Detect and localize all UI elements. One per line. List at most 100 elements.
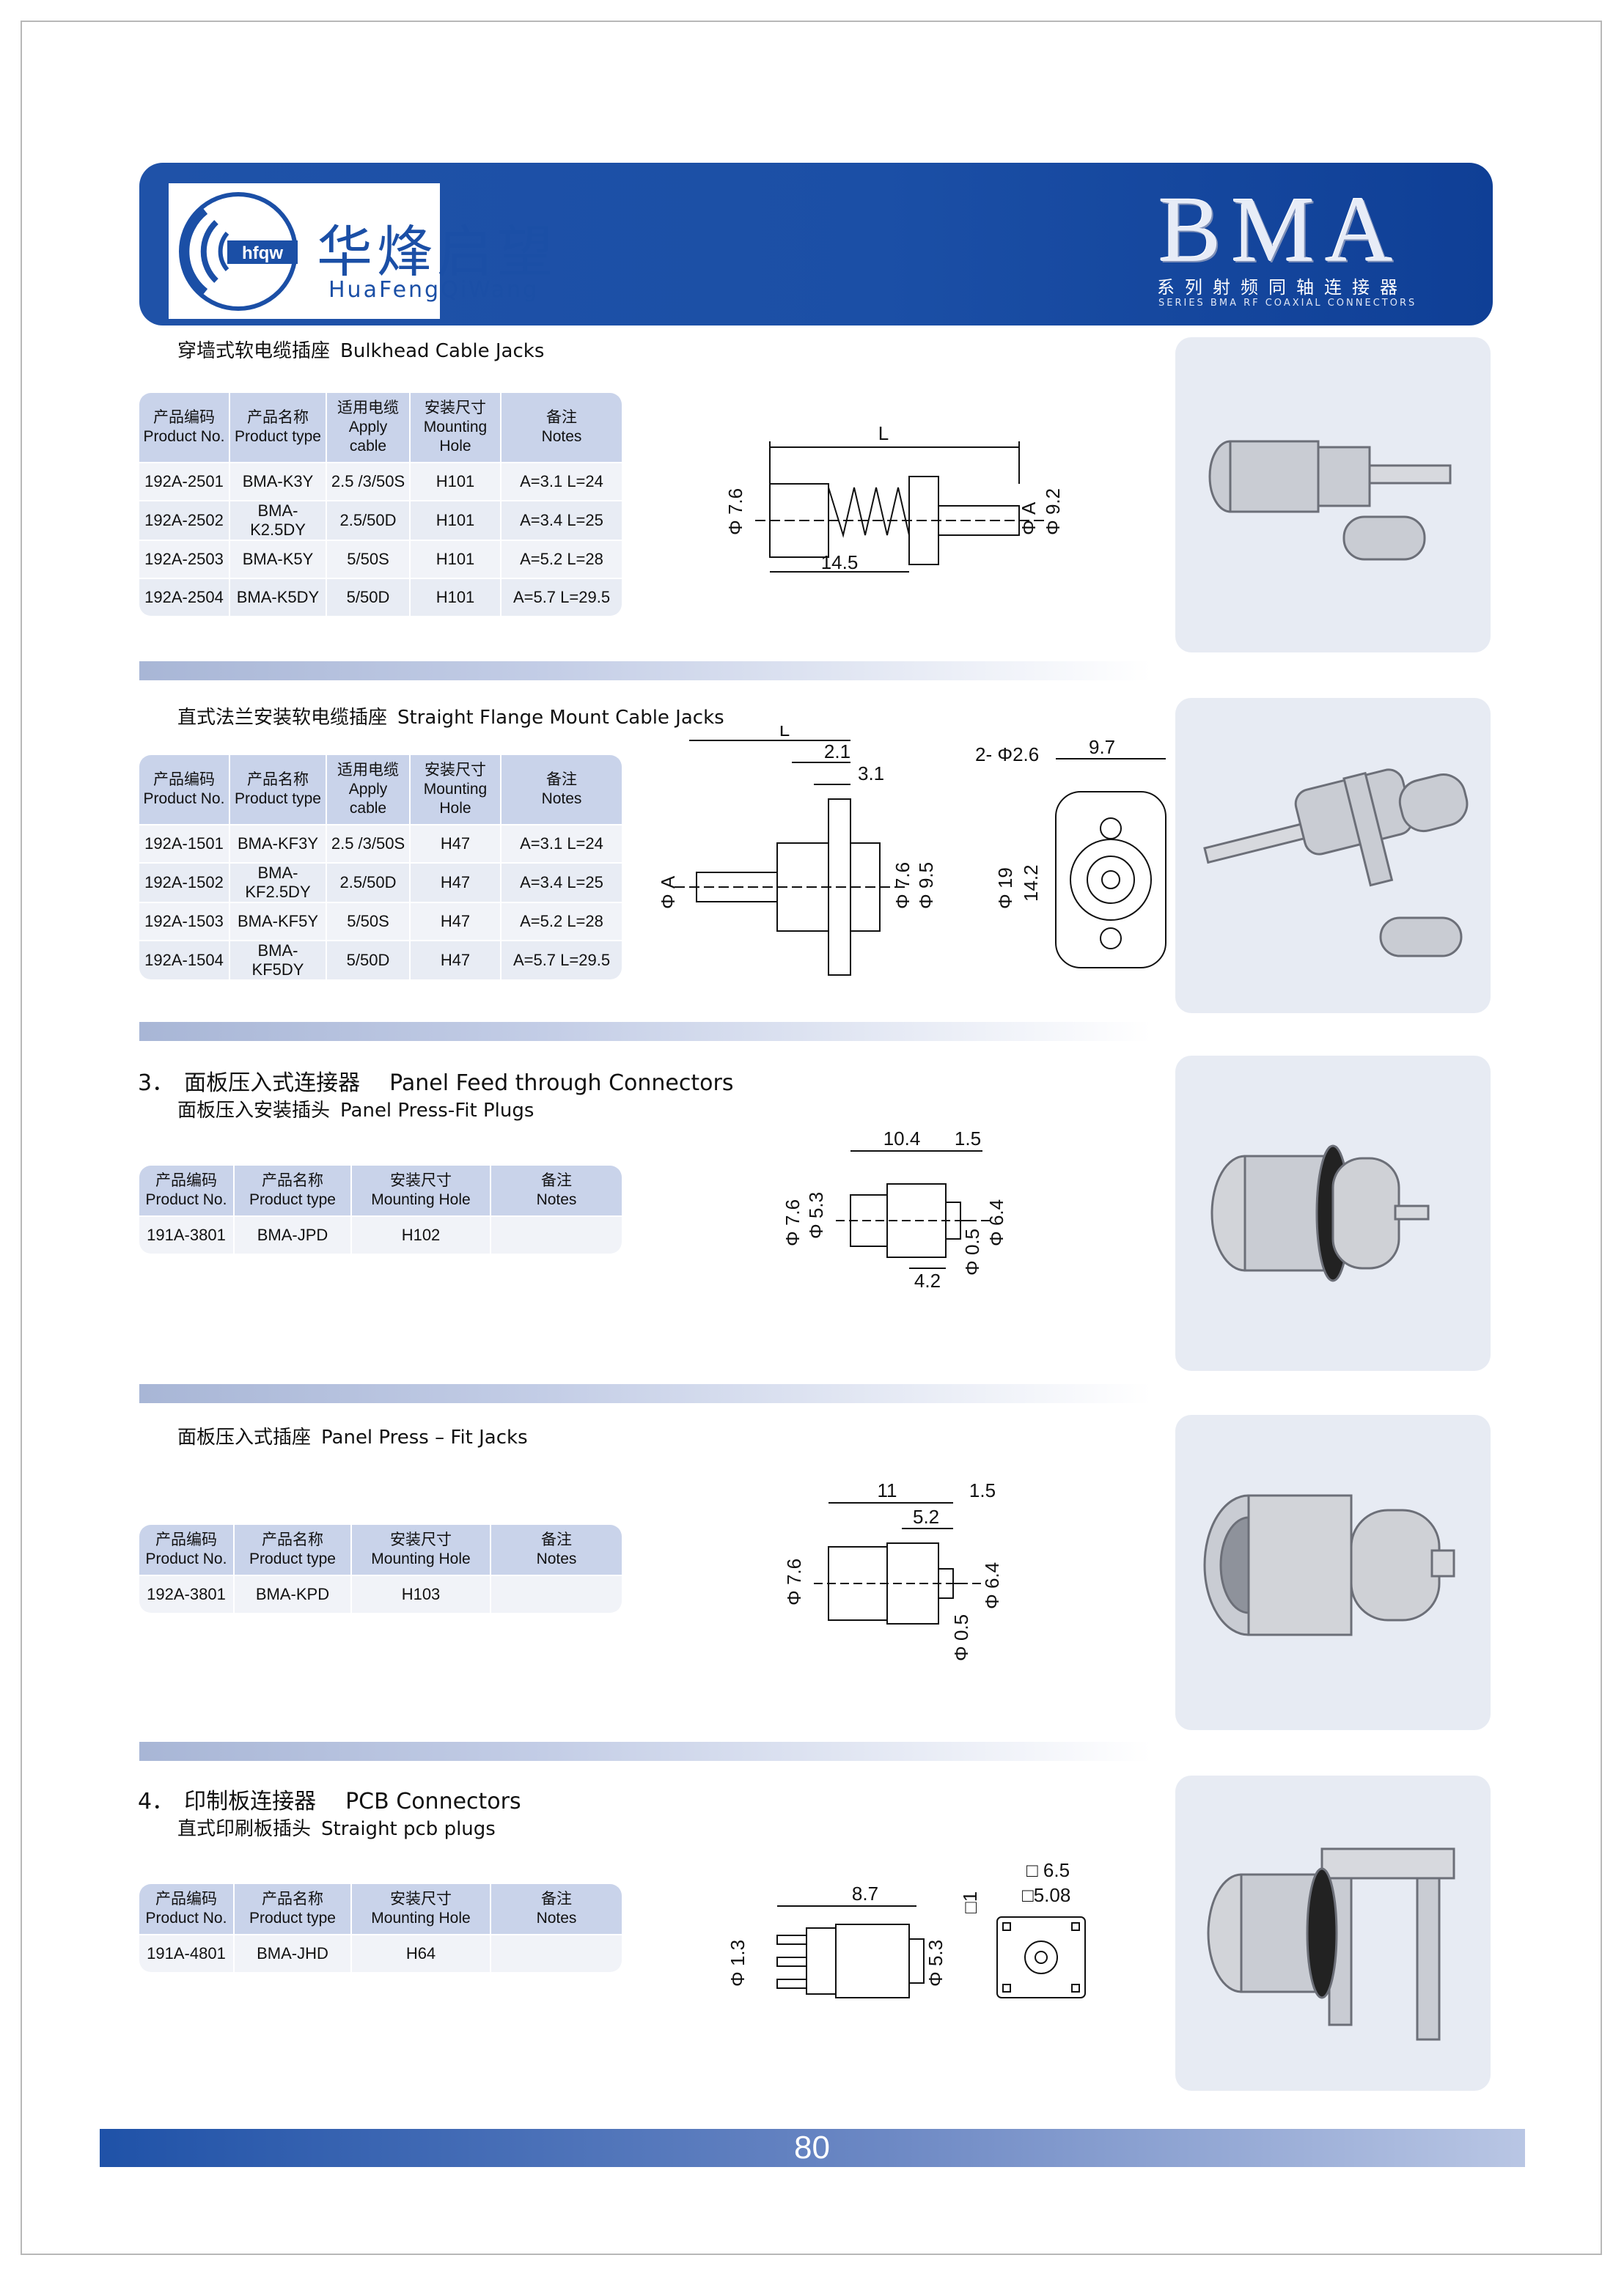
column-header-en: Mounting Hole (371, 1551, 471, 1567)
table-cell: H47 (411, 824, 501, 862)
table-cell: BMA-JPD (235, 1215, 352, 1254)
table-cell: 192A-2501 (139, 462, 230, 500)
title-en: Panel Feed through Connectors (389, 1070, 734, 1096)
column-header-en: Apply cable (348, 419, 388, 455)
column-header-cn: 产品名称 (262, 1172, 323, 1189)
table-cell: BMA-KF3Y (230, 824, 327, 862)
dim-d76: Φ 7.6 (782, 1199, 804, 1246)
column-header: 安装尺寸 Mounting Hole (352, 1525, 491, 1575)
dimension-drawing-flange: L 2.1 3.1 Φ A Φ 7.6 Φ 9.5 2- Φ2.6 9.7 Φ … (657, 726, 1166, 976)
table-cell: 5/50D (327, 940, 411, 979)
title-cn: 面板压入式连接器 (184, 1070, 361, 1096)
table-cell: 192A-2503 (139, 540, 230, 578)
table-cell: 192A-1504 (139, 940, 230, 979)
column-header-en: Product No. (143, 428, 225, 445)
table-cell: A=3.1 L=24 (501, 824, 622, 862)
dim-15: 1.5 (955, 1128, 981, 1149)
section-divider (139, 661, 1151, 680)
column-header-en: Notes (541, 428, 582, 445)
table-cell: H101 (411, 578, 501, 616)
dim-d05: Φ 0.5 (961, 1229, 983, 1276)
column-header-en: Product type (249, 1551, 336, 1567)
dim-42: 4.2 (914, 1270, 941, 1292)
dim-d64: Φ 6.4 (981, 1562, 1003, 1609)
title-cn: 穿墙式软电缆插座 (177, 340, 331, 362)
dim-15: 1.5 (969, 1479, 996, 1501)
table-cell: BMA-KF5Y (230, 902, 327, 940)
table-cell: 2.5/50D (327, 862, 411, 902)
table-cell (491, 1575, 622, 1613)
table-cell: 192A-1501 (139, 824, 230, 862)
dim-d76: Φ 7.6 (783, 1559, 805, 1605)
page-number: 80 (794, 2130, 830, 2166)
table-cell: H101 (411, 500, 501, 540)
product-photo-flange (1175, 698, 1491, 1013)
dim-L: L (878, 425, 889, 444)
column-header-cn: 产品编码 (155, 1891, 217, 1908)
table-cell: 5/50D (327, 578, 411, 616)
column-header-cn: 安装尺寸 (425, 400, 486, 416)
dimension-drawing-panel: 10.4 1.5 Φ 7.6 Φ 5.3 4.2 Φ 6.4 Φ 0.5 (782, 1128, 1007, 1292)
column-header-cn: 备注 (546, 409, 577, 426)
table-cell: BMA-KF5DY (230, 940, 327, 979)
brand-name-cn: 华烽启望 (317, 219, 557, 284)
table-cell (491, 1215, 622, 1254)
column-header-en: Mounting Hole (423, 781, 488, 817)
table-cell: H101 (411, 462, 501, 500)
dim-dA: Φ A (1018, 501, 1040, 535)
series-subtitle-cn: 系列射频同轴连接器 (1157, 277, 1408, 298)
title-en: Bulkhead Cable Jacks (340, 340, 545, 362)
column-header-en: Notes (536, 1191, 577, 1208)
table-cell: H103 (352, 1575, 491, 1613)
column-header-en: Product No. (145, 1910, 227, 1927)
table-cell: BMA-KPD (235, 1575, 352, 1613)
column-header-cn: 备注 (541, 1891, 572, 1908)
footer-bar (100, 2129, 1525, 2167)
dim-d53: Φ 5.3 (805, 1192, 827, 1239)
column-header-en: Notes (536, 1551, 577, 1567)
table-cell: A=3.4 L=25 (501, 862, 622, 902)
table-cell: A=5.2 L=28 (501, 902, 622, 940)
column-header-cn: 产品编码 (155, 1172, 217, 1189)
dim-sq1: □1 (959, 1891, 981, 1913)
table-cell: H47 (411, 902, 501, 940)
table-cell: BMA-JHD (235, 1934, 352, 1972)
column-header-en: Product type (235, 790, 321, 807)
column-header-en: Product type (249, 1191, 336, 1208)
section-divider (139, 1022, 1151, 1041)
title-en: Straight Flange Mount Cable Jacks (397, 707, 724, 729)
dim-d76: Φ 7.6 (726, 488, 746, 535)
table-cell: 5/50S (327, 902, 411, 940)
dim-d19: Φ 19 (994, 867, 1016, 909)
column-header-cn: 备注 (541, 1172, 572, 1189)
dim-142: 14.2 (1020, 864, 1042, 902)
column-header-cn: 安装尺寸 (390, 1531, 452, 1548)
section-title-bulkhead: 穿墙式软电缆插座 Bulkhead Cable Jacks (177, 336, 544, 363)
subtitle-en: Straight pcb plugs (321, 1818, 496, 1840)
table-cell: 2.5 /3/50S (327, 824, 411, 862)
table-cell: 192A-2504 (139, 578, 230, 616)
dim-d53: Φ 5.3 (925, 1940, 947, 1987)
dimension-drawing-pcb: 8.7 Φ 1.3 Φ 5.3 □ 6.5 □5.08 □1 (727, 1859, 1086, 1998)
title-cn: 面板压入式插座 (177, 1427, 312, 1449)
column-header-cn: 安装尺寸 (390, 1891, 452, 1908)
dimension-drawing-panel-jack: 11 1.5 5.2 Φ 7.6 Φ 6.4 Φ 0.5 (783, 1479, 1003, 1661)
